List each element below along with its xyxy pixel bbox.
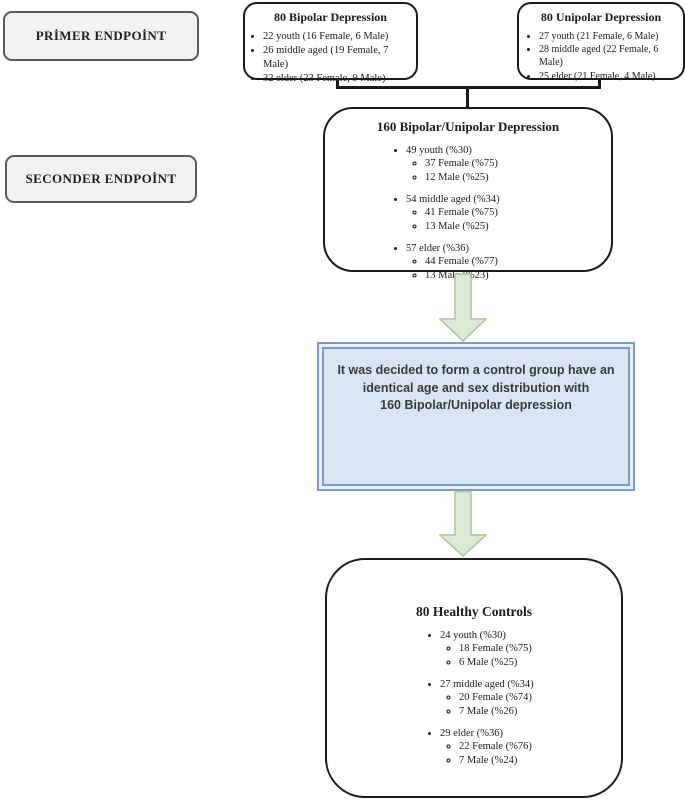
list-item: 28 middle aged (22 Female, 6 Male) <box>539 43 683 69</box>
group-label: 29 elder (%36) <box>440 727 503 739</box>
primer-endpoint-label: PRİMER ENDPOİNT <box>3 11 199 61</box>
list-item: 18 Female (%75) <box>459 642 621 655</box>
connector-line <box>466 88 469 108</box>
list-item: 57 elder (%36) 44 Female (%77) 13 Male (… <box>406 242 611 282</box>
sub-list: 37 Female (%75) 12 Male (%25) <box>406 157 611 184</box>
list-item: 25 elder (21 Female, 4 Male) <box>539 70 683 83</box>
list-item: 20 Female (%74) <box>459 691 621 704</box>
list-item: 32 elder (23 Female, 9 Male) <box>263 72 416 86</box>
sub-list: 18 Female (%75) 6 Male (%25) <box>440 642 621 669</box>
combined-box-list: 49 youth (%30) 37 Female (%75) 12 Male (… <box>325 144 611 282</box>
list-item: 37 Female (%75) <box>425 157 611 170</box>
list-item: 26 middle aged (19 Female, 7 Male) <box>263 44 416 72</box>
list-item: 22 youth (16 Female, 6 Male) <box>263 30 416 44</box>
list-item: 27 youth (21 Female, 6 Male) <box>539 30 683 43</box>
list-item: 41 Female (%75) <box>425 206 611 219</box>
decision-box-inner: It was decided to form a control group h… <box>322 347 630 486</box>
unipolar-box-title: 80 Unipolar Depression <box>540 10 662 24</box>
seconder-endpoint-label: SECONDER ENDPOİNT <box>5 155 197 203</box>
sub-list: 44 Female (%77) 13 Male (%23) <box>406 255 611 282</box>
bipolar-box-title: 80 Bipolar Depression <box>274 10 387 24</box>
group-label: 54 middle aged (%34) <box>406 193 500 205</box>
list-item: 7 Male (%26) <box>459 705 621 718</box>
seconder-endpoint-text: SECONDER ENDPOİNT <box>25 171 177 186</box>
connector-line <box>336 86 601 89</box>
group-label: 49 youth (%30) <box>406 145 472 156</box>
list-item: 27 middle aged (%34) 20 Female (%74) 7 M… <box>440 678 621 718</box>
decision-box: It was decided to form a control group h… <box>317 342 635 491</box>
bipolar-box-list: 22 youth (16 Female, 6 Male) 26 middle a… <box>245 30 416 85</box>
unipolar-depression-box: 80 Unipolar Depression 27 youth (21 Fema… <box>517 2 685 83</box>
list-item: 24 youth (%30) 18 Female (%75) 6 Male (%… <box>440 629 621 669</box>
decision-text-line: identical age and sex distribution with <box>362 380 590 395</box>
list-item: 54 middle aged (%34) 41 Female (%75) 13 … <box>406 193 611 233</box>
unipolar-box-list: 27 youth (21 Female, 6 Male) 28 middle a… <box>519 30 683 83</box>
healthy-controls-box: 80 Healthy Controls 24 youth (%30) 18 Fe… <box>325 558 623 798</box>
connector-line <box>598 78 601 88</box>
combined-depression-box: 160 Bipolar/Unipolar Depression 49 youth… <box>323 107 613 281</box>
list-item: 12 Male (%25) <box>425 171 611 184</box>
sub-list: 20 Female (%74) 7 Male (%26) <box>440 691 621 718</box>
primer-endpoint-text: PRİMER ENDPOİNT <box>35 28 167 43</box>
controls-box-list: 24 youth (%30) 18 Female (%75) 6 Male (%… <box>327 629 621 767</box>
down-arrow-icon <box>439 273 487 342</box>
bipolar-depression-box: 80 Bipolar Depression 22 youth (16 Femal… <box>243 2 418 84</box>
sub-list: 22 Female (%76) 7 Male (%24) <box>440 740 621 767</box>
list-item: 7 Male (%24) <box>459 754 621 767</box>
list-item: 13 Male (%25) <box>425 220 611 233</box>
list-item: 44 Female (%77) <box>425 255 611 268</box>
group-label: 27 middle aged (%34) <box>440 678 534 690</box>
sub-list: 41 Female (%75) 13 Male (%25) <box>406 206 611 233</box>
controls-box-title: 80 Healthy Controls <box>415 604 532 619</box>
group-label: 24 youth (%30) <box>440 630 506 641</box>
connector-line <box>336 78 339 88</box>
list-item: 6 Male (%25) <box>459 656 621 669</box>
list-item: 29 elder (%36) 22 Female (%76) 7 Male (%… <box>440 727 621 767</box>
combined-box-title: 160 Bipolar/Unipolar Depression <box>376 119 560 134</box>
list-item: 49 youth (%30) 37 Female (%75) 12 Male (… <box>406 144 611 184</box>
decision-text-line: It was decided to form a control group h… <box>337 363 615 377</box>
group-label: 57 elder (%36) <box>406 242 469 254</box>
decision-text-line: 160 Bipolar/Unipolar depression <box>380 398 572 412</box>
list-item: 22 Female (%76) <box>459 740 621 753</box>
down-arrow-icon <box>439 491 487 557</box>
